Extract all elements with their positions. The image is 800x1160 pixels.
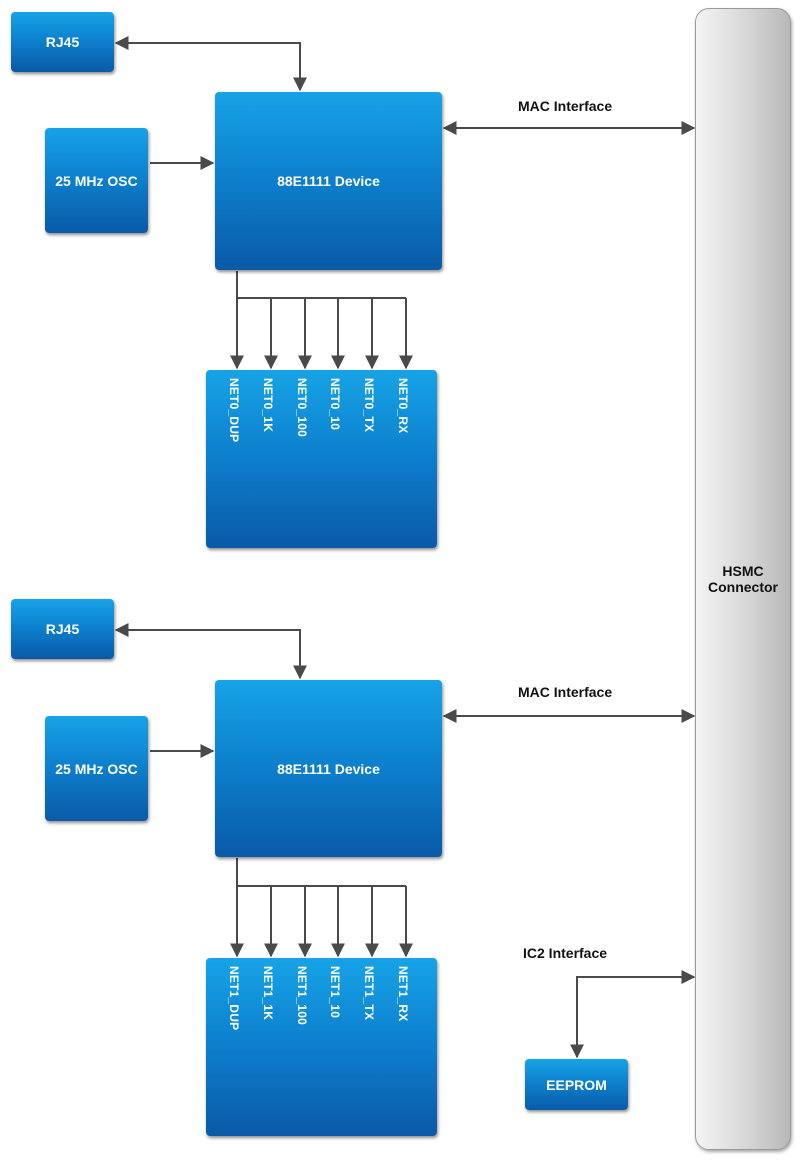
led-bus-1	[236, 858, 406, 887]
rj45-block-1: RJ45	[11, 599, 114, 659]
hsmc-connector: HSMC Connector	[695, 8, 791, 1150]
rj45-0-wire	[114, 36, 307, 92]
i2c-interface-label: IC2 Interface	[523, 945, 608, 961]
phy-device-block-1: 88E1111 Device	[215, 680, 442, 857]
osc-block-1: 25 MHz OSC	[45, 716, 148, 821]
led-block-0: NET0_DUP NET0_1K NET0_100 NET0_10 NET0_T…	[206, 370, 437, 548]
led-label: NET0_RX	[396, 378, 410, 434]
osc-block-0: 25 MHz OSC	[45, 128, 148, 233]
hsmc-label-line2: Connector	[708, 579, 778, 595]
led-label: NET1_DUP	[227, 966, 241, 1031]
led-label: NET1_RX	[396, 966, 410, 1022]
i2c-wire	[570, 970, 696, 1059]
led-label: NET1_10	[328, 966, 342, 1019]
led-label: NET0_10	[328, 378, 342, 431]
hsmc-label-line1: HSMC	[722, 563, 764, 579]
mac-interface-label-1: MAC Interface	[518, 684, 613, 700]
led-label: NET0_100	[295, 378, 309, 437]
led-block-1: NET1_DUP NET1_1K NET1_100 NET1_10 NET1_T…	[206, 958, 437, 1136]
phy-device-block-0: 88E1111 Device	[215, 92, 442, 270]
led-label: NET1_100	[295, 966, 309, 1025]
led-label: NET1_1K	[261, 966, 275, 1021]
rj45-block-0: RJ45	[11, 12, 114, 72]
led-label: NET1_TX	[362, 966, 376, 1021]
led-label: NET0_DUP	[227, 378, 241, 443]
mac-interface-label-0: MAC Interface	[518, 98, 613, 114]
led-label: NET0_1K	[261, 378, 275, 433]
eeprom-block: EEPROM	[525, 1059, 628, 1110]
led-label: NET0_TX	[362, 378, 376, 433]
led-bus-0	[236, 271, 406, 299]
rj45-1-wire	[114, 623, 307, 680]
